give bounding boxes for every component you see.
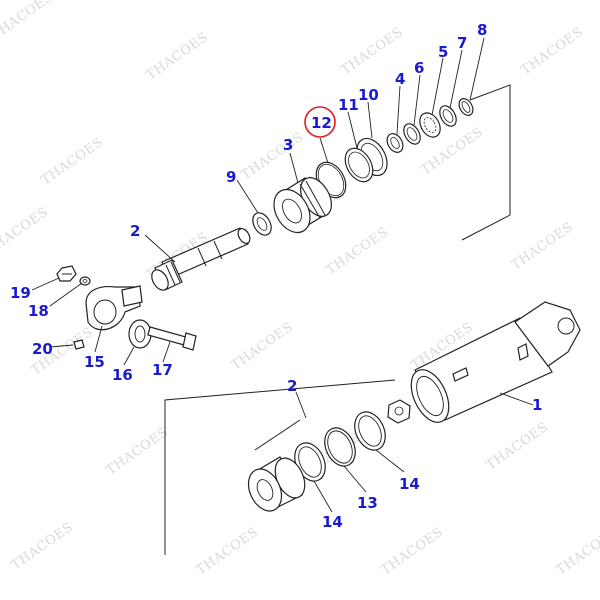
part-8-snap-ring bbox=[458, 98, 474, 116]
callout-5: 5 bbox=[438, 43, 448, 61]
watermark: THACOES bbox=[484, 420, 552, 474]
watermark: THACOES bbox=[554, 525, 600, 579]
callout-16: 16 bbox=[112, 366, 133, 384]
callout-12: 12 bbox=[311, 114, 332, 132]
callout-labels: 8 7 5 6 4 10 11 12 3 9 2 19 18 20 15 16 … bbox=[10, 21, 542, 531]
part-17-bolt bbox=[147, 326, 197, 351]
watermark: THACOES bbox=[229, 320, 297, 374]
watermark: THACOES bbox=[379, 525, 447, 579]
part-14-ring-left bbox=[294, 442, 326, 482]
watermark: THACOES bbox=[509, 220, 577, 274]
callout-20: 20 bbox=[32, 340, 53, 358]
callout-18: 18 bbox=[28, 302, 49, 320]
callout-19: 19 bbox=[10, 284, 31, 302]
lower-bracket-lines bbox=[164, 379, 396, 555]
watermark: THACOES bbox=[324, 225, 392, 279]
highlight-circle bbox=[304, 106, 336, 138]
watermark: THACOES bbox=[0, 205, 51, 259]
watermark: THACOES bbox=[144, 30, 212, 84]
part-nut-lower bbox=[387, 399, 411, 424]
part-5-bearing bbox=[419, 112, 441, 138]
callout-9: 9 bbox=[226, 168, 236, 186]
callout-2-upper: 2 bbox=[130, 222, 140, 240]
part-2-piston-rod-upper bbox=[151, 227, 251, 291]
leader-lines bbox=[31, 37, 534, 513]
watermark: THACOES bbox=[519, 25, 587, 79]
part-1-cylinder-tube bbox=[410, 301, 581, 423]
part-20-grease-fitting bbox=[73, 339, 85, 350]
watermark: THACOES bbox=[194, 525, 262, 579]
callout-17: 17 bbox=[152, 361, 173, 379]
callout-13: 13 bbox=[357, 494, 378, 512]
part-19-nut bbox=[56, 265, 77, 282]
callout-6: 6 bbox=[414, 59, 424, 77]
part-3-cylinder-head bbox=[273, 177, 332, 234]
callout-4: 4 bbox=[395, 70, 405, 88]
callout-1: 1 bbox=[532, 396, 542, 414]
watermark: THACOES bbox=[9, 520, 77, 574]
part-18-washer bbox=[79, 276, 91, 286]
callout-7: 7 bbox=[457, 34, 467, 52]
part-11-o-ring bbox=[344, 147, 374, 183]
part-13-seal bbox=[324, 427, 356, 467]
part-15-clamp bbox=[85, 285, 143, 331]
callout-11: 11 bbox=[338, 96, 359, 114]
callout-10: 10 bbox=[358, 86, 379, 104]
part-7-ring bbox=[439, 105, 457, 127]
watermark: THACOES bbox=[39, 135, 107, 189]
callout-2-lower: 2 bbox=[287, 377, 297, 395]
callout-15: 15 bbox=[84, 353, 105, 371]
part-6-seal bbox=[403, 123, 421, 145]
callout-14-left: 14 bbox=[322, 513, 343, 531]
part-4-bushing bbox=[386, 133, 404, 153]
part-14-ring-right bbox=[354, 411, 386, 451]
part-2-piston-lower bbox=[247, 456, 306, 512]
part-9-nut bbox=[252, 212, 272, 236]
upper-bracket-lines bbox=[461, 84, 511, 241]
watermark: THACOES bbox=[0, 0, 56, 43]
watermark: THACOES bbox=[104, 425, 172, 479]
callout-14-right: 14 bbox=[399, 475, 420, 493]
part-16-bushing bbox=[128, 319, 152, 349]
callout-8: 8 bbox=[477, 21, 487, 39]
callout-3: 3 bbox=[283, 136, 293, 154]
